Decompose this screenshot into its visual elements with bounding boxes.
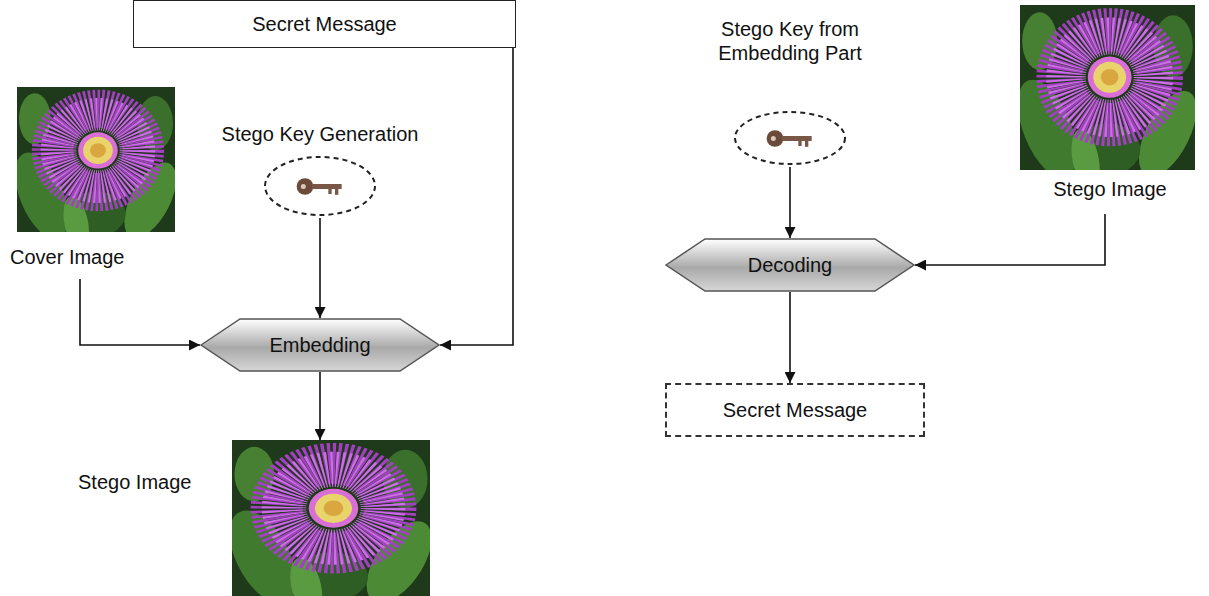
flow-arrow — [789, 292, 791, 383]
message-box: Secret Message — [133, 0, 516, 48]
key-circle — [735, 112, 845, 164]
node-label: Secret Message — [252, 12, 397, 36]
flow-arrow — [915, 214, 1105, 265]
flow-arrow — [319, 372, 321, 440]
node-label: Cover Image — [10, 245, 178, 269]
decoding-hexagon: Decoding — [665, 238, 915, 292]
node-label: Stego Image — [1015, 177, 1205, 201]
node-label: Stego Image — [78, 470, 230, 494]
key-icon — [297, 178, 342, 195]
key-circle — [265, 157, 375, 215]
node-label: Decoding — [748, 253, 833, 277]
key-from-embedding: Stego Key from Embedding Part — [670, 5, 910, 167]
node-label: Secret Message — [723, 398, 868, 422]
message-box: Secret Message — [665, 383, 925, 437]
embedding-hexagon: Embedding — [200, 318, 440, 372]
node-label: Stego Key from Embedding Part — [700, 17, 880, 65]
stego-image-picture — [1006, 5, 1208, 192]
cover-image: Cover Image — [8, 87, 178, 277]
flow-arrow — [789, 167, 791, 238]
hexagon-outline — [666, 239, 914, 291]
hexagon-outline — [201, 319, 439, 371]
key-generation: Stego Key Generation — [205, 120, 435, 218]
flow-arrow — [319, 218, 321, 318]
key-icon — [767, 130, 812, 147]
node-label: Embedding — [269, 333, 370, 357]
flow-arrow — [80, 279, 200, 345]
cover-image-picture — [4, 87, 187, 252]
stego-image: Stego Image — [1015, 5, 1205, 212]
flow-arrow — [440, 48, 513, 345]
stego-image: Stego Image — [75, 440, 432, 596]
node-label: Stego Key Generation — [205, 122, 435, 146]
stego-image-picture — [216, 440, 445, 596]
